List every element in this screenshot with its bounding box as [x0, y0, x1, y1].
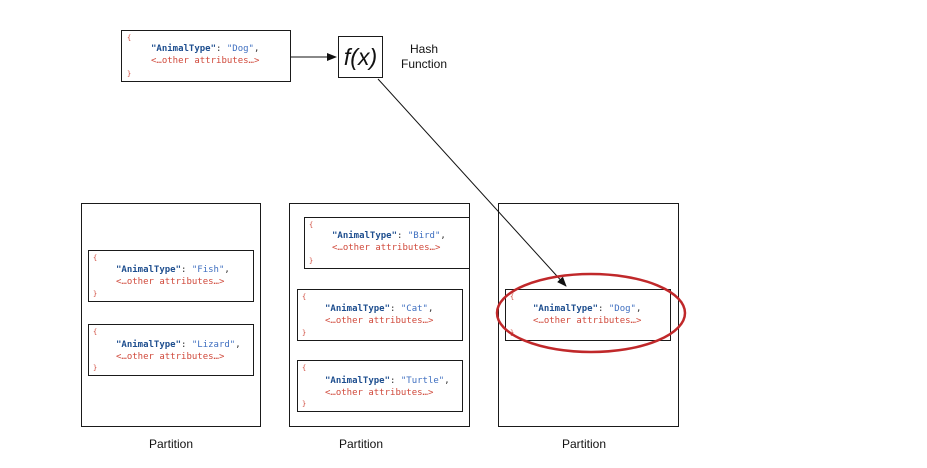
- record-key-line: "AnimalType": "Fish",: [116, 265, 230, 276]
- record-key: "AnimalType": [151, 44, 217, 54]
- record-colon: :: [397, 231, 408, 241]
- record-open-brace: {: [510, 293, 515, 301]
- partition-2-label: Partition: [338, 437, 384, 451]
- partition-3-label: Partition: [561, 437, 607, 451]
- record-other-attributes: <…other attributes…>: [325, 388, 434, 398]
- partition-1: [81, 203, 261, 427]
- record-other-attributes: <…other attributes…>: [533, 316, 642, 326]
- record-colon: :: [181, 340, 192, 350]
- record-key-line: "AnimalType": "Turtle",: [325, 376, 450, 387]
- record-close-brace: }: [93, 364, 98, 372]
- record-open-brace: {: [93, 328, 98, 336]
- record-key: "AnimalType": [325, 376, 391, 386]
- record-comma: ,: [427, 304, 434, 314]
- record-open-brace: {: [93, 254, 98, 262]
- record-close-brace: }: [309, 257, 314, 265]
- record-colon: :: [390, 304, 401, 314]
- record-key-line: "AnimalType": "Lizard",: [116, 340, 241, 351]
- record-colon: :: [598, 304, 609, 314]
- record-close-brace: }: [93, 290, 98, 298]
- record-open-brace: {: [309, 221, 314, 229]
- record-key: "AnimalType": [325, 304, 391, 314]
- record-value: "Lizard": [191, 340, 236, 350]
- record-value: "Fish": [191, 265, 225, 275]
- partition-2-record-3: { "AnimalType": "Turtle", <…other attrib…: [297, 360, 463, 412]
- record-key: "AnimalType": [116, 340, 182, 350]
- record-other-attributes: <…other attributes…>: [332, 243, 441, 253]
- record-key-line: "AnimalType": "Cat",: [325, 304, 433, 315]
- hash-function-box: f(x): [338, 36, 383, 78]
- hash-function-label: Hash Function: [394, 42, 454, 72]
- record-open-brace: {: [302, 293, 307, 301]
- partition-2-record-1: { "AnimalType": "Bird", <…other attribut…: [304, 217, 470, 269]
- record-value: "Bird": [407, 231, 441, 241]
- hash-label-line1: Hash: [409, 42, 438, 56]
- hash-label-line2: Function: [400, 57, 448, 71]
- record-other-attributes: <…other attributes…>: [325, 316, 434, 326]
- highlight-ellipse: [495, 272, 687, 354]
- record-value: "Cat": [400, 304, 428, 314]
- record-comma: ,: [635, 304, 642, 314]
- record-key-line: "AnimalType": "Dog",: [533, 304, 641, 315]
- partition-1-record-2: { "AnimalType": "Lizard", <…other attrib…: [88, 324, 254, 376]
- record-value: "Dog": [226, 44, 254, 54]
- arrow-hash-to-partition: [377, 78, 567, 287]
- record-close-brace: }: [127, 70, 132, 78]
- record-other-attributes: <…other attributes…>: [116, 352, 225, 362]
- record-key: "AnimalType": [533, 304, 599, 314]
- record-colon: :: [181, 265, 192, 275]
- record-colon: :: [390, 376, 401, 386]
- partition-2-record-2: { "AnimalType": "Cat", <…other attribute…: [297, 289, 463, 341]
- partition-1-record-1: { "AnimalType": "Fish", <…other attribut…: [88, 250, 254, 302]
- record-value: "Turtle": [400, 376, 445, 386]
- record-close-brace: }: [302, 329, 307, 337]
- record-comma: ,: [444, 376, 450, 386]
- input-record: { "AnimalType": "Dog", <…other attribute…: [121, 30, 291, 82]
- record-value: "Dog": [608, 304, 636, 314]
- record-comma: ,: [224, 265, 230, 275]
- record-colon: :: [216, 44, 227, 54]
- record-open-brace: {: [127, 34, 132, 42]
- record-comma: ,: [235, 340, 241, 350]
- record-key: "AnimalType": [332, 231, 398, 241]
- record-key-line: "AnimalType": "Bird",: [332, 231, 446, 242]
- record-other-attributes: <…other attributes…>: [151, 56, 260, 66]
- record-comma: ,: [253, 44, 260, 54]
- record-other-attributes: <…other attributes…>: [116, 277, 225, 287]
- record-close-brace: }: [302, 400, 307, 408]
- record-comma: ,: [440, 231, 446, 241]
- partition-3-record-1: { "AnimalType": "Dog", <…other attribute…: [505, 289, 671, 341]
- record-key-line: "AnimalType": "Dog",: [151, 44, 259, 55]
- partition-1-label: Partition: [148, 437, 194, 451]
- record-key: "AnimalType": [116, 265, 182, 275]
- record-open-brace: {: [302, 364, 307, 372]
